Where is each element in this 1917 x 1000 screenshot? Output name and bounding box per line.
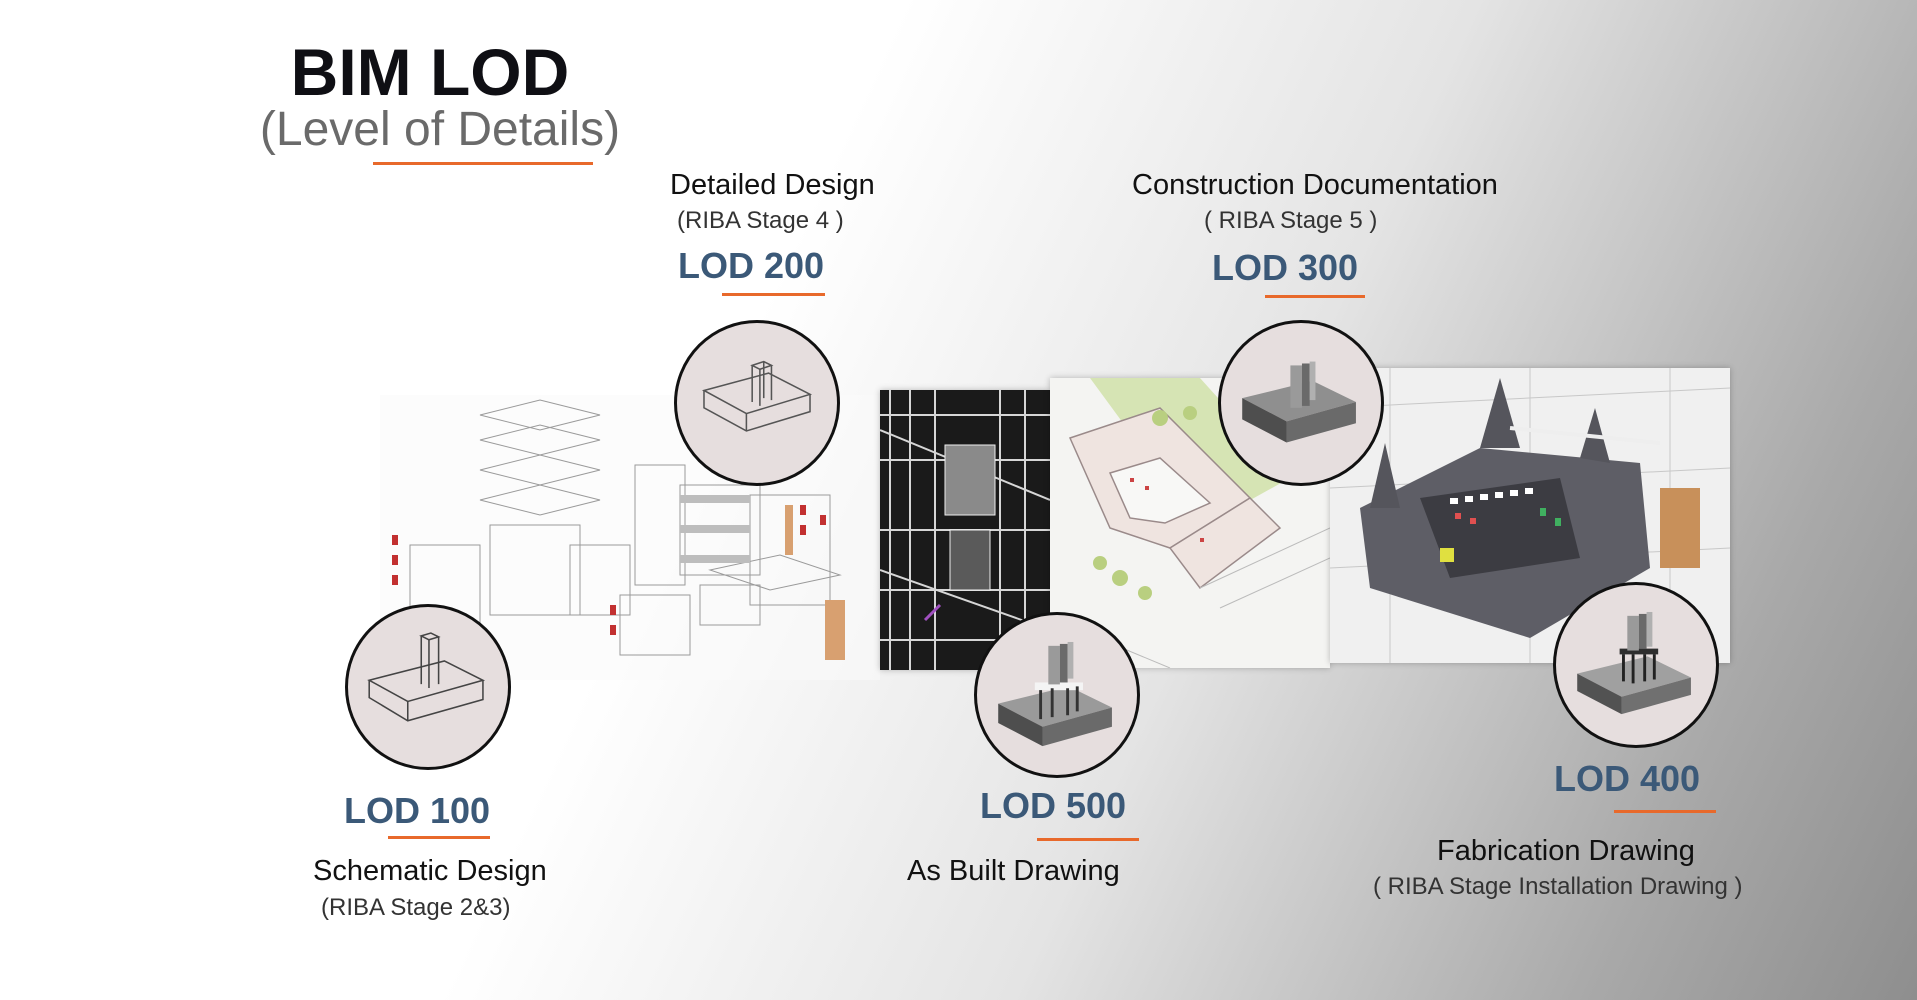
lod300-footing-circle [1218, 320, 1384, 486]
lod500-underline [1037, 838, 1139, 841]
lod500-stage-name: As Built Drawing [907, 855, 1120, 887]
lod400-underline [1614, 810, 1716, 813]
page-subtitle: (Level of Details) [259, 103, 621, 156]
page-title: BIM LOD [290, 35, 570, 109]
footing-anchor-bolts-icon [1577, 611, 1691, 715]
lod100-label: LOD 100 [344, 790, 491, 831]
lod500-label: LOD 500 [980, 785, 1127, 826]
lod500-footing-circle [974, 612, 1140, 778]
lod100-footing-circle [345, 604, 511, 770]
lod100-underline [388, 836, 490, 839]
lod400-stage-name: Fabrication Drawing [1437, 835, 1695, 867]
lod200-underline [722, 293, 825, 296]
lod200-stage-name: Detailed Design [670, 169, 875, 201]
lod400-footing-circle [1553, 582, 1719, 748]
footing-solid-icon [1242, 361, 1356, 443]
lod300-riba-label: ( RIBA Stage 5 ) [1204, 207, 1378, 234]
lod400-label: LOD 400 [1554, 758, 1701, 799]
lod300-underline [1265, 295, 1365, 298]
footing-sketch-icon [701, 360, 813, 432]
footing-wireframe-icon [367, 632, 486, 722]
footing-as-built-icon [998, 641, 1112, 747]
title-underline [373, 162, 593, 165]
lod100-stage-name: Schematic Design [313, 855, 547, 887]
lod200-label: LOD 200 [678, 245, 825, 286]
fabrication-model-panel [1330, 368, 1730, 663]
lod100-riba-label: (RIBA Stage 2&3) [321, 894, 511, 921]
lod400-riba-label: ( RIBA Stage Installation Drawing ) [1373, 873, 1743, 900]
lod300-label: LOD 300 [1212, 247, 1359, 288]
lod200-riba-label: (RIBA Stage 4 ) [677, 207, 844, 234]
lod200-footing-circle [674, 320, 840, 486]
lod300-stage-name: Construction Documentation [1132, 169, 1498, 201]
